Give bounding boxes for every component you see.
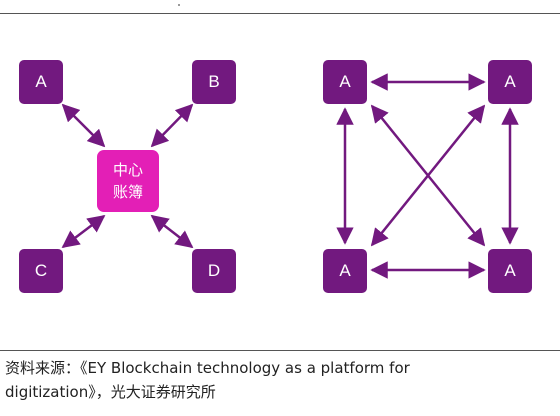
arrow-b-hub [150, 103, 194, 148]
arrow-c-hub [61, 214, 106, 249]
speck [178, 4, 180, 6]
hub-label-line2: 账簿 [112, 183, 143, 201]
top-rule [0, 13, 560, 14]
node-c-central: C [19, 249, 63, 293]
node-top-right: A [488, 60, 532, 104]
node-bottom-right: A [488, 249, 532, 293]
arrow-a-hub [61, 103, 106, 148]
node-a-central: A [19, 60, 63, 104]
arrow-diag-2 [370, 104, 486, 247]
bottom-rule [0, 350, 560, 351]
node-b-central: B [192, 60, 236, 104]
node-d-central: D [192, 249, 236, 293]
caption-line2: digitization》，光大证券研究所 [5, 383, 216, 401]
arrow-d-hub [150, 214, 194, 249]
diagram-arrows [61, 73, 519, 279]
caption-line1: 资料来源：《EY Blockchain technology as a plat… [5, 359, 410, 377]
node-bottom-left: A [323, 249, 367, 293]
central-ledger-hub: 中心 账簿 [97, 150, 159, 212]
node-top-left: A [323, 60, 367, 104]
source-caption: 资料来源：《EY Blockchain technology as a plat… [5, 356, 555, 404]
hub-label-line1: 中心 [112, 161, 143, 179]
